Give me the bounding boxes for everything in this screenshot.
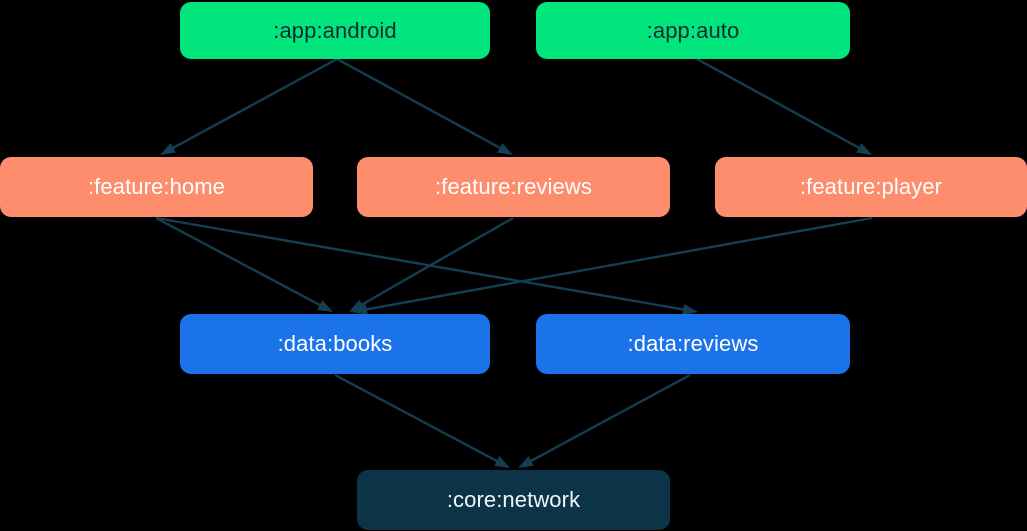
edge-arrowhead: [160, 143, 176, 155]
edge-line: [528, 373, 691, 463]
edge-app-android-to-feature-home: [160, 57, 338, 155]
node-label: :app:android: [273, 17, 397, 43]
edge-line: [359, 216, 514, 307]
edge-arrowhead: [497, 142, 513, 155]
node-label: :data:reviews: [627, 331, 759, 356]
edge-arrowhead: [317, 300, 333, 312]
edge-line: [696, 57, 862, 150]
edge-feature-player-to-data-books: [352, 216, 873, 315]
node-label: :data:books: [277, 331, 393, 356]
node-label: :core:network: [446, 487, 581, 512]
edge-feature-home-to-data-books: [155, 216, 333, 312]
node-label: :app:auto: [646, 17, 740, 43]
edge-line: [155, 216, 686, 311]
node-label: :feature:reviews: [435, 174, 592, 199]
edge-data-reviews-to-core-network: [518, 373, 691, 468]
edge-line: [336, 57, 503, 150]
edge-line: [334, 373, 500, 463]
edge-arrowhead: [518, 456, 534, 468]
node-app-auto[interactable]: :app:auto: [536, 2, 850, 59]
node-label: :feature:player: [799, 174, 943, 199]
node-feature-player[interactable]: :feature:player: [715, 157, 1027, 217]
edge-arrowhead: [856, 142, 872, 155]
edge-line: [364, 216, 873, 311]
node-label: :feature:home: [87, 174, 226, 199]
edge-app-auto-to-feature-player: [696, 57, 872, 155]
edge-line: [170, 57, 338, 150]
edge-line: [155, 216, 323, 307]
node-app-android[interactable]: :app:android: [180, 2, 490, 59]
edge-feature-home-to-data-reviews: [155, 216, 698, 315]
node-data-books[interactable]: :data:books: [180, 314, 490, 374]
edge-arrowhead: [349, 299, 365, 312]
node-feature-home[interactable]: :feature:home: [0, 157, 313, 217]
node-feature-reviews[interactable]: :feature:reviews: [357, 157, 670, 217]
edge-data-books-to-core-network: [334, 373, 510, 468]
edge-app-android-to-feature-reviews: [336, 57, 513, 155]
node-data-reviews[interactable]: :data:reviews: [536, 314, 850, 374]
node-core-network[interactable]: :core:network: [357, 470, 670, 530]
edge-feature-reviews-to-data-books: [349, 216, 514, 312]
edge-arrowhead: [494, 456, 510, 468]
